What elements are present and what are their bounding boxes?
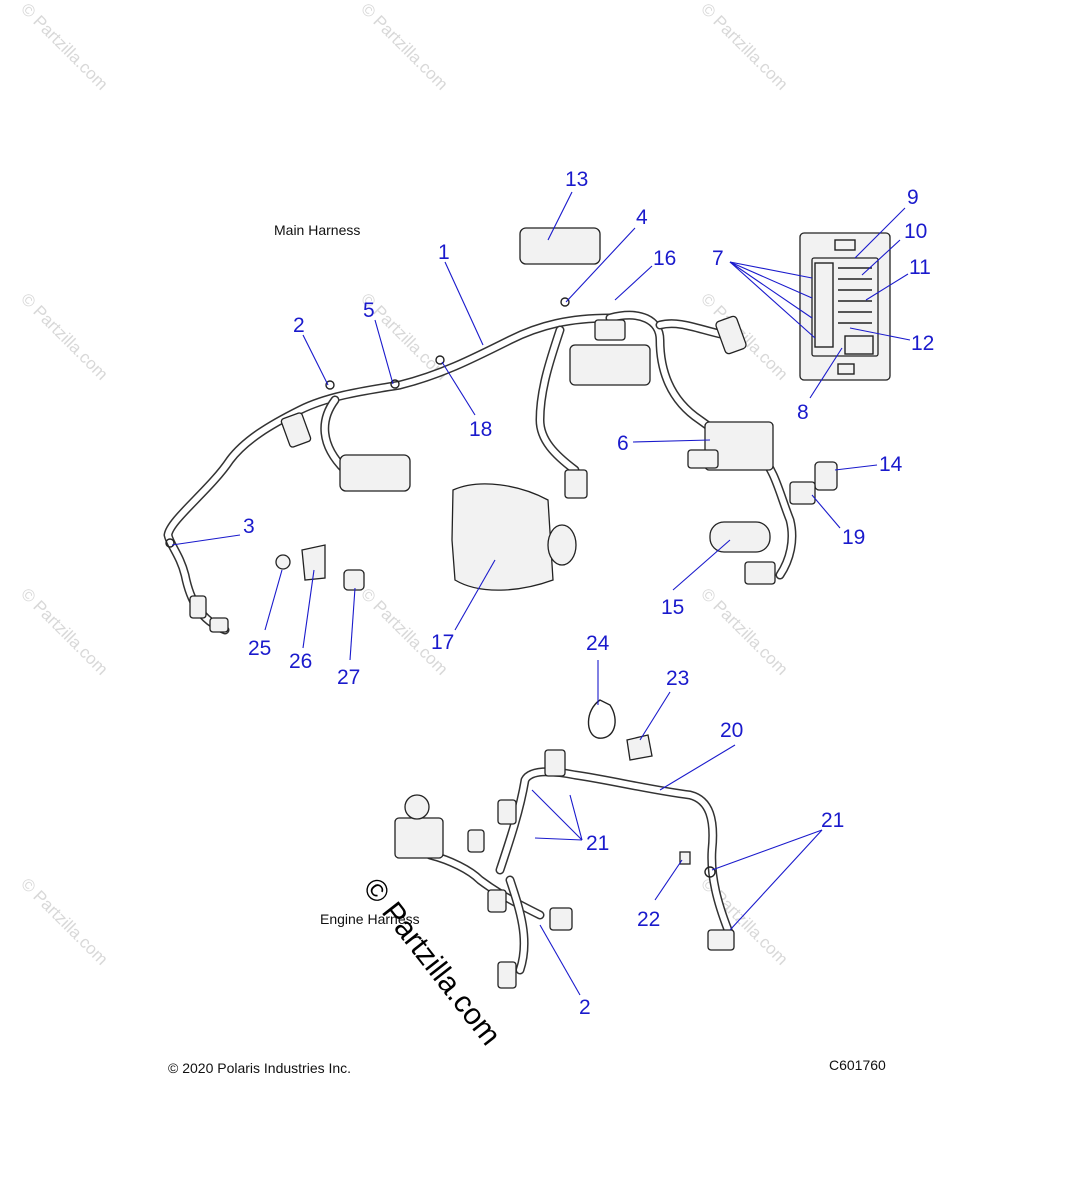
callout-21[interactable]: 21	[821, 809, 844, 832]
callout-13[interactable]: 13	[565, 168, 588, 191]
callout-6[interactable]: 6	[617, 432, 629, 455]
callout-25[interactable]: 25	[248, 637, 271, 660]
watermark: © Partzilla.com	[357, 0, 451, 94]
callout-21[interactable]: 21	[586, 832, 609, 855]
callout-23[interactable]: 23	[666, 667, 689, 690]
callout-22[interactable]: 22	[637, 908, 660, 931]
watermark: © Partzilla.com	[697, 584, 791, 678]
watermark: © Partzilla.com	[17, 0, 111, 94]
callout-11[interactable]: 11	[909, 256, 931, 279]
copyright-notice: © 2020 Polaris Industries Inc.	[168, 1060, 351, 1076]
watermark: © Partzilla.com	[17, 289, 111, 383]
callout-20[interactable]: 20	[720, 719, 743, 742]
callout-numbers: 1 2 2 3 4 5 6 7 8 9 10 11 12 13 14 15 16…	[243, 168, 934, 1019]
callout-8[interactable]: 8	[797, 401, 809, 424]
callout-17[interactable]: 17	[431, 631, 454, 654]
callout-14[interactable]: 14	[879, 453, 903, 476]
callout-26[interactable]: 26	[289, 650, 312, 673]
drawing-number: C601760	[829, 1057, 886, 1073]
callout-18[interactable]: 18	[469, 418, 492, 441]
main-harness-drawing	[163, 227, 891, 635]
callout-3[interactable]: 3	[243, 515, 255, 538]
callout-9[interactable]: 9	[907, 186, 919, 209]
callout-5[interactable]: 5	[363, 299, 375, 322]
engine-harness-drawing	[394, 699, 735, 989]
callout-4[interactable]: 4	[636, 206, 648, 229]
callout-24[interactable]: 24	[586, 632, 610, 655]
callout-1[interactable]: 1	[438, 241, 450, 264]
callout-19[interactable]: 19	[842, 526, 865, 549]
callout-12[interactable]: 12	[911, 332, 934, 355]
watermark: © Partzilla.com	[697, 0, 791, 94]
callout-7[interactable]: 7	[712, 247, 724, 270]
callout-2[interactable]: 2	[579, 996, 591, 1019]
callout-2[interactable]: 2	[293, 314, 305, 337]
watermark: © Partzilla.com	[17, 874, 111, 968]
leader-lines	[171, 191, 911, 996]
main-harness-label: Main Harness	[274, 222, 360, 238]
engine-harness-label: Engine Harness	[320, 911, 420, 927]
watermark: © Partzilla.com	[697, 289, 791, 383]
callout-10[interactable]: 10	[904, 220, 927, 243]
partzilla-watermark: © Partzilla.com	[356, 872, 506, 1052]
callout-27[interactable]: 27	[337, 666, 360, 689]
watermark: © Partzilla.com	[17, 584, 111, 678]
callout-16[interactable]: 16	[653, 247, 676, 270]
callout-15[interactable]: 15	[661, 596, 684, 619]
